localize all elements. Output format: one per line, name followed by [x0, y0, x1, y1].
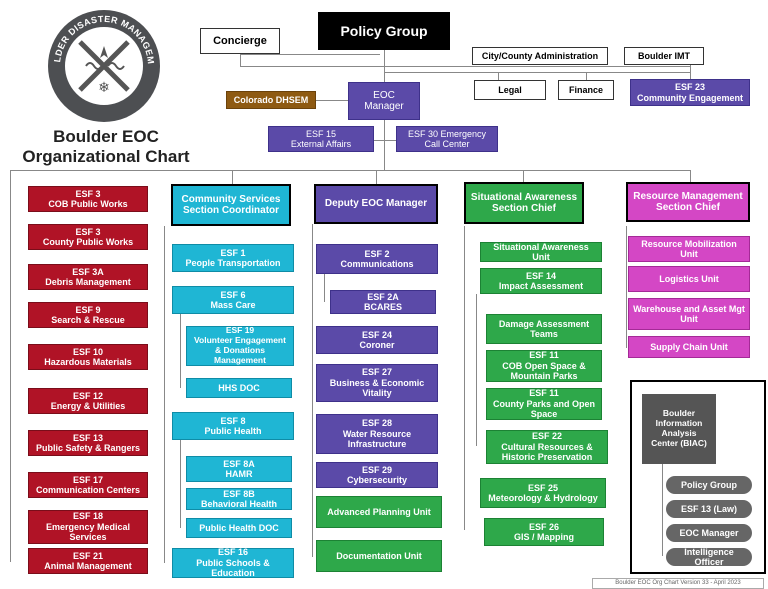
connector	[374, 140, 396, 141]
esf2a-bcares-box: ESF 2A BCARES	[330, 290, 436, 314]
version-footer: Boulder EOC Org Chart Version 33 - April…	[592, 578, 764, 589]
supply-chain-unit-box: Supply Chain Unit	[628, 336, 750, 358]
esf11-county-parks-box: ESF 11 County Parks and Open Space	[486, 388, 602, 420]
esf22-cultural-resources-box: ESF 22 Cultural Resources & Historic Pre…	[486, 430, 608, 464]
esf6-mass-care-box: ESF 6 Mass Care	[172, 286, 294, 314]
esf8-public-health-box: ESF 8 Public Health	[172, 412, 294, 440]
esf18-ems-box: ESF 18 Emergency Medical Services	[28, 510, 148, 544]
esf27-business-box: ESF 27 Business & Economic Vitality	[316, 364, 438, 402]
connector	[316, 100, 348, 101]
esf19-volunteer-box: ESF 19 Volunteer Engagement & Donations …	[186, 326, 294, 366]
resource-mobilization-unit-box: Resource Mobilization Unit	[628, 236, 750, 262]
page-title: Boulder EOC Organizational Chart	[22, 127, 190, 166]
connector	[476, 294, 477, 446]
connector	[523, 170, 524, 184]
connector	[626, 226, 627, 348]
esf1-people-transportation-box: ESF 1 People Transportation	[172, 244, 294, 272]
biac-eoc-manager-box: EOC Manager	[666, 524, 752, 542]
connector	[240, 66, 690, 67]
esf16-public-schools-box: ESF 16 Public Schools & Education	[172, 547, 294, 578]
logistics-unit-box: Logistics Unit	[628, 266, 750, 292]
esf2-communications-box: ESF 2 Communications	[316, 244, 438, 274]
biac-head: Boulder Information Analysis Center (BIA…	[642, 394, 716, 464]
connector	[586, 72, 587, 80]
eoc-manager-box: EOC Manager	[348, 82, 420, 120]
esf21-animal-management-box: ESF 21 Animal Management	[28, 548, 148, 574]
esf3a-debris-management-box: ESF 3A Debris Management	[28, 264, 148, 290]
biac-policy-group-box: Policy Group	[666, 476, 752, 494]
community-services-head: Community Services Section Coordinator	[171, 184, 291, 226]
connector	[324, 274, 325, 302]
esf10-hazardous-materials-box: ESF 10 Hazardous Materials	[28, 344, 148, 370]
esf8b-behavioral-health-box: ESF 8B Behavioral Health	[186, 488, 292, 510]
esf23-box: ESF 23 Community Engagement	[630, 79, 750, 106]
connector	[10, 170, 11, 562]
boulder-imt-box: Boulder IMT	[624, 47, 704, 65]
concierge-box: Concierge	[200, 28, 280, 54]
esf26-gis-mapping-box: ESF 26 GIS / Mapping	[484, 518, 604, 546]
public-health-doc-box: Public Health DOC	[186, 518, 292, 538]
documentation-unit-box: Documentation Unit	[316, 540, 442, 572]
esf13-public-safety-box: ESF 13 Public Safety & Rangers	[28, 430, 148, 456]
connector	[10, 170, 690, 171]
city-county-admin-box: City/County Administration	[472, 47, 608, 65]
esf24-coroner-box: ESF 24 Coroner	[316, 326, 438, 354]
connector	[180, 314, 181, 388]
esf17-communication-centers-box: ESF 17 Communication Centers	[28, 472, 148, 498]
esf28-water-box: ESF 28 Water Resource Infrastructure	[316, 414, 438, 454]
esf25-meteorology-box: ESF 25 Meteorology & Hydrology	[480, 478, 606, 508]
connector	[384, 120, 385, 170]
esf9-search-rescue-box: ESF 9 Search & Rescue	[28, 302, 148, 328]
situational-awareness-head: Situational Awareness Section Chief	[464, 182, 584, 224]
finance-box: Finance	[558, 80, 614, 100]
connector	[498, 72, 499, 80]
esf29-cybersecurity-box: ESF 29 Cybersecurity	[316, 462, 438, 488]
biac-intelligence-officer-box: Intelligence Officer	[666, 547, 752, 567]
colorado-dhsem-box: Colorado DHSEM	[226, 91, 316, 109]
hhs-doc-box: HHS DOC	[186, 378, 292, 398]
esf3-cob-public-works-box: ESF 3 COB Public Works	[28, 186, 148, 212]
svg-text:❄: ❄	[98, 80, 110, 96]
logo-seal-icon: BOULDER DISASTER MANAGEMENT ❄	[42, 0, 160, 122]
esf30-box: ESF 30 Emergency Call Center	[396, 126, 498, 152]
connector	[690, 64, 691, 79]
warehouse-asset-mgt-unit-box: Warehouse and Asset Mgt Unit	[628, 298, 750, 330]
connector	[464, 226, 465, 530]
esf3-county-public-works-box: ESF 3 County Public Works	[28, 224, 148, 250]
connector	[662, 462, 663, 556]
deputy-eoc-manager-head: Deputy EOC Manager	[314, 184, 438, 224]
logo: BOULDER DISASTER MANAGEMENT ❄	[42, 0, 162, 124]
connector	[232, 170, 233, 184]
connector	[164, 226, 165, 563]
situational-awareness-unit-box: Situational Awareness Unit	[480, 242, 602, 262]
esf12-energy-utilities-box: ESF 12 Energy & Utilities	[28, 388, 148, 414]
biac-esf13-law-box: ESF 13 (Law)	[666, 500, 752, 518]
connector	[240, 54, 380, 55]
legal-box: Legal	[474, 80, 546, 100]
esf11-cob-open-space-box: ESF 11 COB Open Space & Mountain Parks	[486, 350, 602, 382]
esf8a-hamr-box: ESF 8A HAMR	[186, 456, 292, 482]
esf15-box: ESF 15 External Affairs	[268, 126, 374, 152]
connector	[312, 224, 313, 557]
connector	[240, 54, 241, 66]
damage-assessment-teams-box: Damage Assessment Teams	[486, 314, 602, 344]
policy-group-box: Policy Group	[318, 12, 450, 50]
connector	[690, 170, 691, 184]
connector	[180, 440, 181, 528]
resource-management-head: Resource Management Section Chief	[626, 182, 750, 222]
connector	[376, 170, 377, 184]
advanced-planning-unit-box: Advanced Planning Unit	[316, 496, 442, 528]
connector	[384, 72, 690, 73]
esf14-impact-assessment-box: ESF 14 Impact Assessment	[480, 268, 602, 294]
biac-frame	[630, 380, 766, 574]
